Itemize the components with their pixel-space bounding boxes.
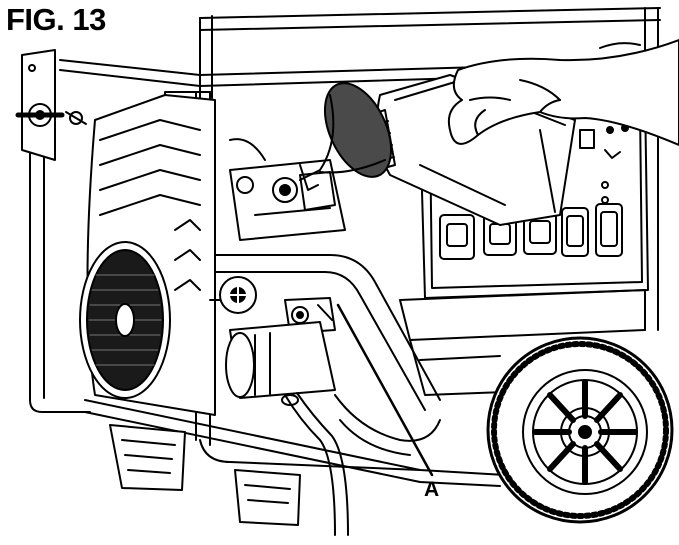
side-bracket <box>15 49 65 161</box>
flywheel-grille <box>79 241 171 399</box>
figure-title: FIG. 13 <box>6 2 106 37</box>
funnel <box>299 82 393 191</box>
drain-hose <box>281 392 349 536</box>
outlet-receptacles <box>439 203 623 260</box>
callout-label-a: A <box>424 478 440 501</box>
rear-wheel <box>334 394 441 456</box>
carburetor-assembly <box>229 138 346 241</box>
pouring-hand <box>447 39 679 146</box>
rubber-feet <box>109 424 301 526</box>
front-wheel <box>486 336 674 524</box>
callout-leader <box>336 303 434 477</box>
starter-motor <box>219 276 336 399</box>
